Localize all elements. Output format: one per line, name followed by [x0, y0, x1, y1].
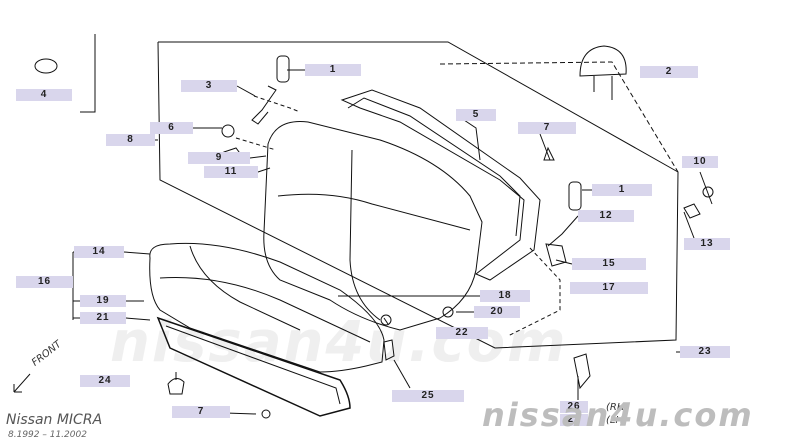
callout-18[interactable]: 18 [480, 290, 530, 302]
callout-22[interactable]: 22 [436, 327, 488, 339]
callout-14[interactable]: 14 [74, 246, 124, 258]
part-13-bolt [683, 203, 701, 219]
bracket-4 [80, 34, 96, 113]
callout-6[interactable]: 6 [150, 122, 193, 134]
callout-1-b[interactable]: 1 [592, 184, 652, 196]
part-24-clip [167, 378, 185, 395]
seat-cushion [149, 242, 385, 373]
callout-5[interactable]: 5 [456, 109, 496, 121]
callout-9[interactable]: 9 [188, 152, 250, 164]
callout-15[interactable]: 15 [572, 258, 646, 270]
part-7-clip-a [543, 146, 555, 161]
model-dates: 8.1992 – 11.2002 [8, 430, 87, 440]
part-4-clip [34, 58, 58, 74]
callout-4[interactable]: 4 [16, 89, 72, 101]
callout-17[interactable]: 17 [570, 282, 648, 294]
callout-21[interactable]: 21 [80, 312, 126, 324]
seatback-cushion [263, 120, 483, 331]
watermark-corner: nissan4u.com [482, 396, 754, 434]
part-2-headrest [579, 45, 627, 77]
seatback-frame [340, 89, 541, 281]
part-25-bracket [383, 339, 395, 361]
callout-25[interactable]: 25 [392, 390, 464, 402]
callout-7-b[interactable]: 7 [172, 406, 230, 418]
watermark-center: nissan4u.com [110, 310, 568, 375]
part-6-bushing [221, 124, 235, 138]
callout-8[interactable]: 8 [106, 134, 155, 146]
callout-1[interactable]: 1 [305, 64, 361, 76]
seat-frame [156, 316, 351, 417]
part-1-pin [276, 55, 290, 83]
assembly-boundary-dash [439, 61, 679, 173]
callout-13[interactable]: 13 [684, 238, 730, 250]
part-22-nut [380, 314, 392, 326]
front-arrow [13, 373, 31, 393]
part-7-clip-b [261, 409, 271, 419]
part-20-washer [442, 306, 454, 318]
callout-24[interactable]: 24 [80, 375, 130, 387]
callout-10[interactable]: 10 [682, 156, 718, 168]
part-10-clip [702, 186, 714, 198]
part-1-pin-b [568, 181, 582, 211]
callout-26[interactable]: 26 [560, 401, 588, 413]
part-3-hinge [251, 85, 277, 125]
model-name: Nissan MICRA [6, 412, 103, 428]
assembly-boundary [157, 41, 679, 349]
callout-2[interactable]: 2 [640, 66, 698, 78]
callout-19[interactable]: 19 [80, 295, 126, 307]
part-26-latch [573, 353, 591, 390]
callout-27[interactable]: 27 [560, 414, 588, 426]
side-label-rh: (RH) [606, 402, 629, 413]
callout-16[interactable]: 16 [16, 276, 73, 288]
callout-12[interactable]: 12 [578, 210, 634, 222]
callout-3[interactable]: 3 [181, 80, 237, 92]
callout-23[interactable]: 23 [680, 346, 730, 358]
callout-7[interactable]: 7 [518, 122, 576, 134]
side-label-lh: (LH) [606, 415, 627, 426]
callout-20[interactable]: 20 [474, 306, 520, 318]
part-15-striker [545, 243, 567, 267]
callout-11[interactable]: 11 [204, 166, 258, 178]
